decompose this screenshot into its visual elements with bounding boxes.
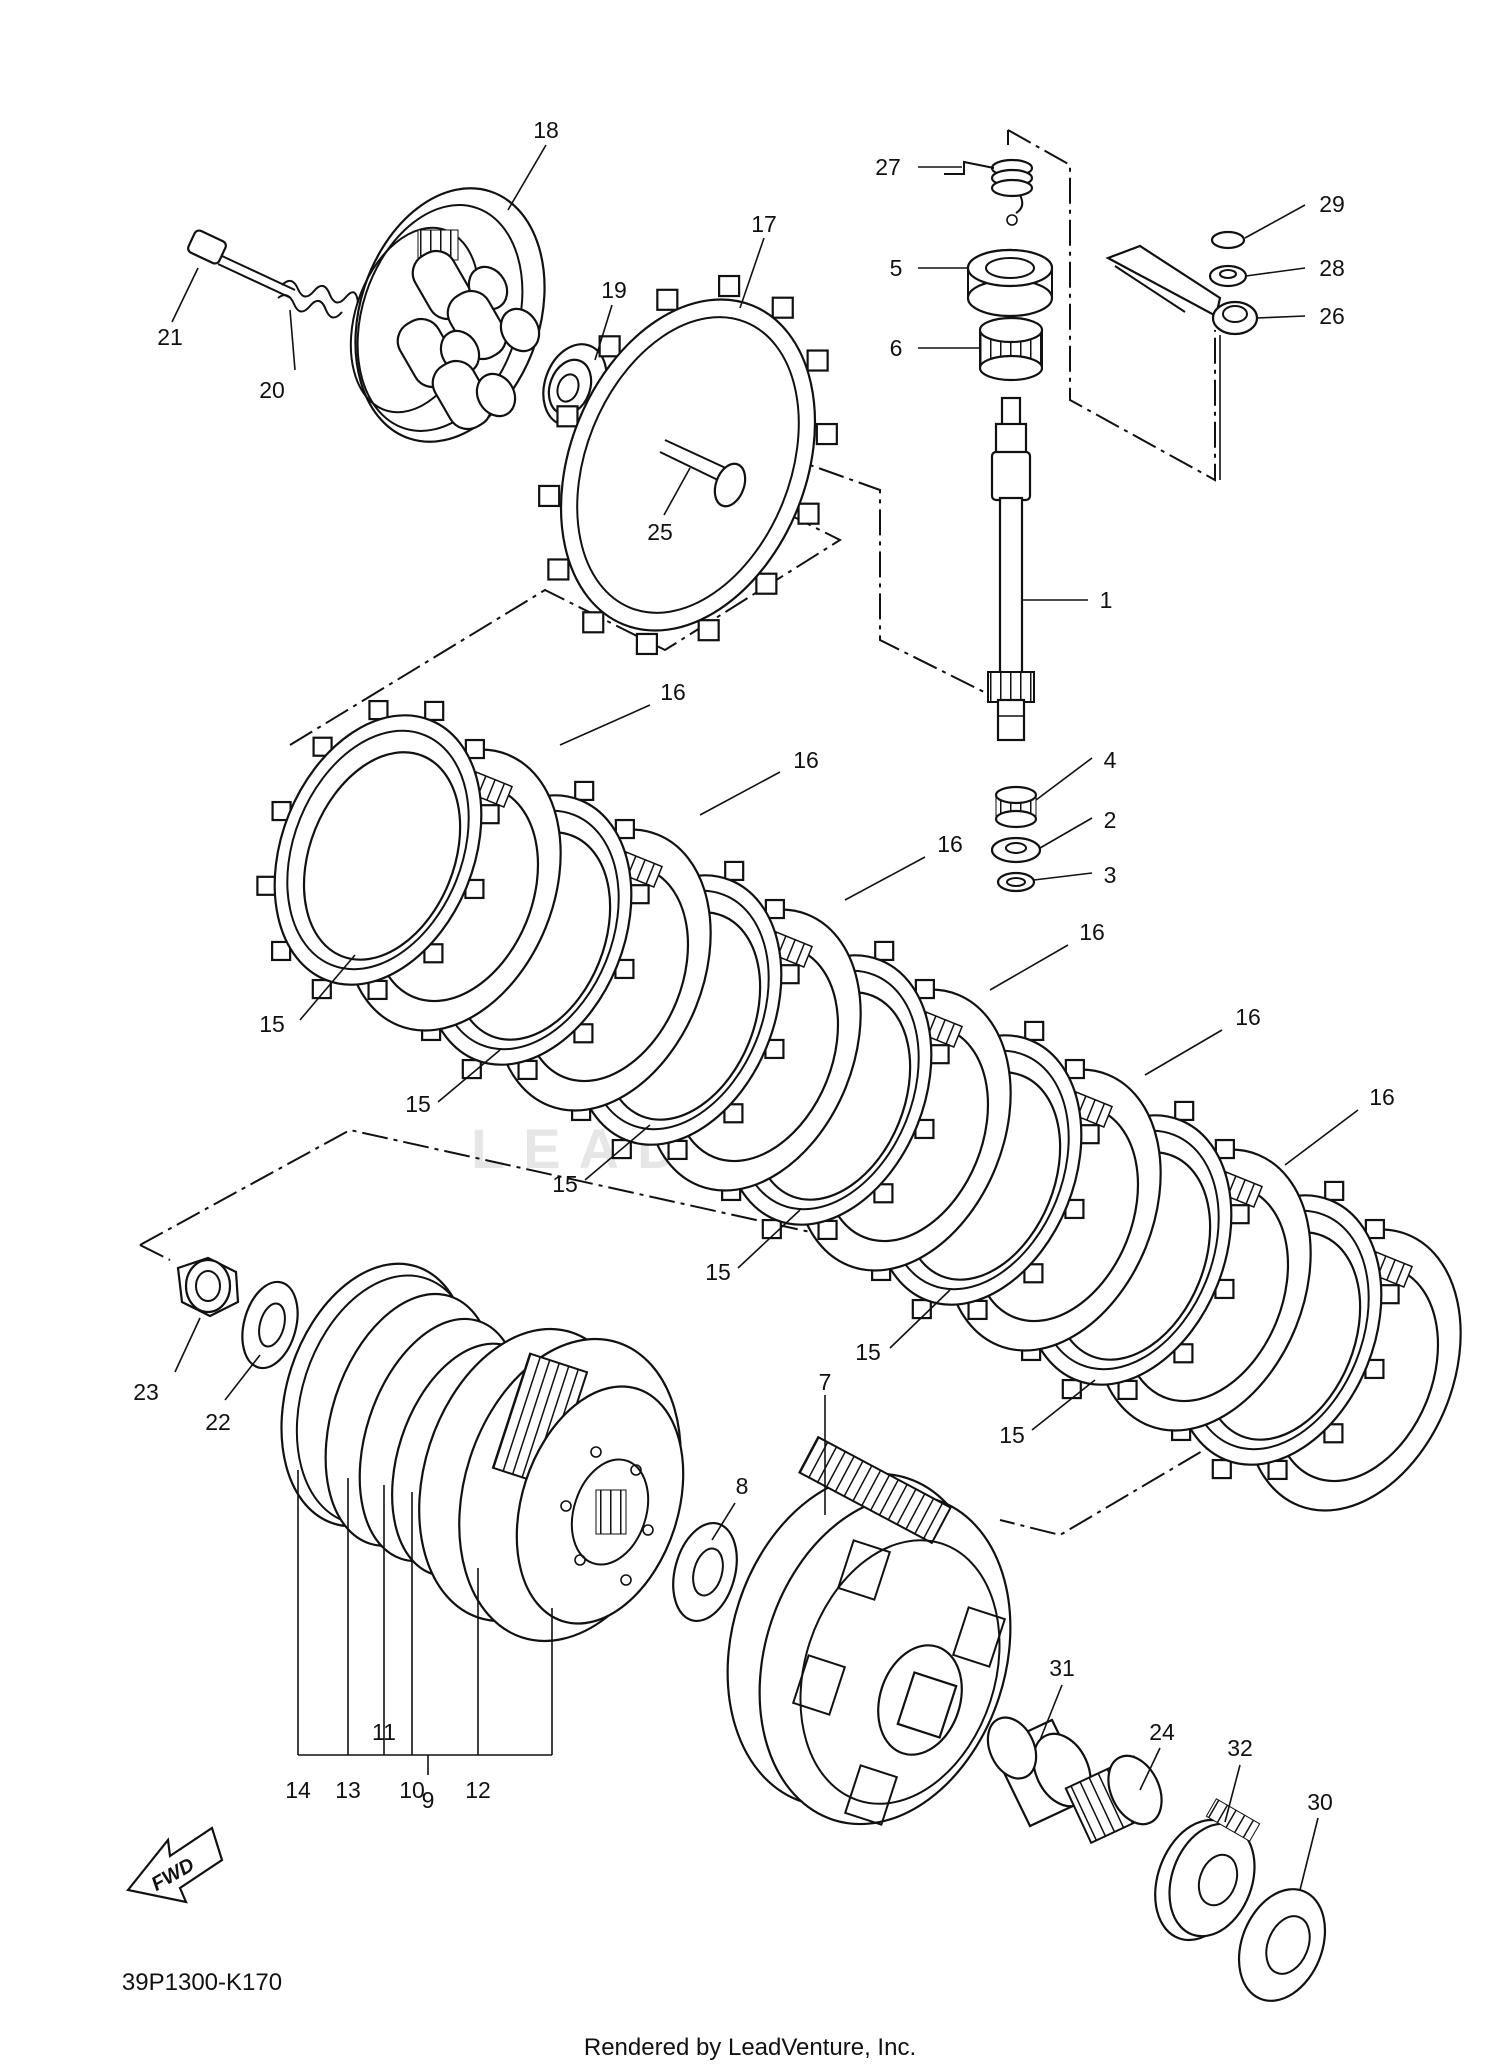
push-lever-26 <box>1105 244 1259 336</box>
circlip-29 <box>1210 230 1246 250</box>
callout-16: 16 <box>937 831 963 857</box>
callout-14: 14 <box>285 1777 311 1803</box>
spring-27 <box>944 158 1034 226</box>
callout-15: 15 <box>552 1171 578 1197</box>
fwd-arrow-icon: FWD <box>126 1826 224 1904</box>
callout-15: 15 <box>405 1091 431 1117</box>
callout-16: 16 <box>660 679 686 705</box>
callout-31: 31 <box>1049 1655 1075 1681</box>
callout-17: 17 <box>751 211 777 237</box>
callout-4: 4 <box>1104 747 1117 773</box>
pressure-plate-18 <box>349 187 546 443</box>
callout-19: 19 <box>601 277 627 303</box>
primary-driven-gear-7 <box>726 1435 1012 1826</box>
washer-30 <box>1237 1888 1327 2002</box>
callout-16: 16 <box>793 747 819 773</box>
callout-3: 3 <box>1104 862 1117 888</box>
callout-labels: 1817192021252756142329282616161616161615… <box>133 117 1395 1815</box>
callout-18: 18 <box>533 117 559 143</box>
circlip-3 <box>996 871 1036 893</box>
diagram-code: 39P1300-K170 <box>122 1969 282 1996</box>
spring-20 <box>277 279 359 319</box>
washer-28 <box>1208 264 1248 288</box>
washer-2 <box>990 836 1042 864</box>
thrust-washer-8 <box>672 1521 738 1623</box>
callout-13: 13 <box>335 1777 361 1803</box>
nut-23 <box>176 1256 240 1318</box>
clutch-plate-stack <box>256 699 1462 1512</box>
bearing-6 <box>978 316 1044 382</box>
lock-washer-22 <box>241 1280 299 1370</box>
leader-lines <box>171 144 1359 1891</box>
callout-2: 2 <box>1104 807 1117 833</box>
callout-1: 1 <box>1100 587 1113 613</box>
callout-15: 15 <box>259 1011 285 1037</box>
callout-29: 29 <box>1319 191 1345 217</box>
callout-16: 16 <box>1235 1004 1261 1030</box>
footer-credit: Rendered by LeadVenture, Inc. <box>584 2034 916 2061</box>
callout-23: 23 <box>133 1379 159 1405</box>
callout-7: 7 <box>819 1369 832 1395</box>
callout-15: 15 <box>705 1259 731 1285</box>
callout-6: 6 <box>890 335 903 361</box>
gear-32 <box>1154 1798 1261 1942</box>
clutch-boss-assembly <box>280 1262 685 1643</box>
callout-24: 24 <box>1149 1719 1175 1745</box>
callout-5: 5 <box>890 255 903 281</box>
spacer-31 <box>986 1716 1092 1828</box>
callout-9: 9 <box>422 1787 435 1813</box>
callout-20: 20 <box>259 377 285 403</box>
clutch-plate-17 <box>538 274 838 656</box>
callout-25: 25 <box>647 519 673 545</box>
callout-10: 10 <box>399 1777 425 1803</box>
callout-26: 26 <box>1319 303 1345 329</box>
callout-12: 12 <box>465 1777 491 1803</box>
bearing-4 <box>994 785 1038 829</box>
callout-30: 30 <box>1307 1789 1333 1815</box>
push-lever-shaft-1 <box>987 396 1035 742</box>
callout-22: 22 <box>205 1409 231 1435</box>
callout-16: 16 <box>1369 1084 1395 1110</box>
callout-8: 8 <box>736 1473 749 1499</box>
callout-21: 21 <box>157 324 183 350</box>
callout-11: 11 <box>372 1719 396 1745</box>
friction-plate-15 <box>256 699 500 1001</box>
oil-seal-5 <box>966 248 1054 318</box>
callout-15: 15 <box>999 1422 1025 1448</box>
callout-27: 27 <box>875 154 901 180</box>
callout-28: 28 <box>1319 255 1345 281</box>
callout-32: 32 <box>1227 1735 1253 1761</box>
callout-16: 16 <box>1079 919 1105 945</box>
bolt-21 <box>187 229 296 299</box>
callout-15: 15 <box>855 1339 881 1365</box>
